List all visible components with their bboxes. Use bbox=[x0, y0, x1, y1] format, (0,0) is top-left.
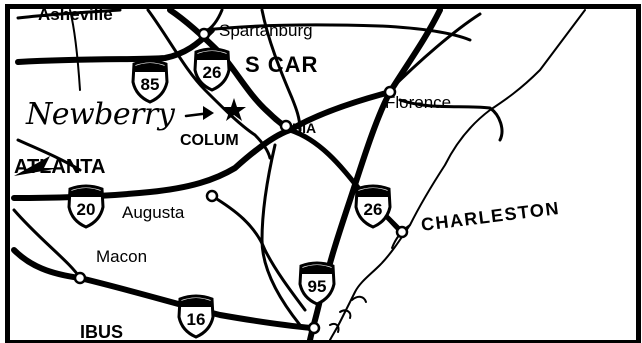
road-spart-east bbox=[203, 23, 472, 42]
road-i95 bbox=[307, 7, 443, 343]
dot-augusta bbox=[205, 189, 219, 203]
interstate-shield-i26-north: 26 bbox=[193, 47, 231, 92]
label-columbia-right: BIA bbox=[292, 120, 317, 136]
dot-columbia bbox=[279, 119, 293, 133]
label-asheville: Asheville bbox=[38, 5, 113, 24]
dot-macon bbox=[73, 271, 87, 285]
label-macon: Macon bbox=[96, 247, 148, 266]
newberry-arrow-head bbox=[203, 106, 214, 120]
interstate-shield-i26-south: 26 bbox=[354, 184, 392, 229]
road-left-river bbox=[69, 9, 81, 91]
label-bottom-fragment: IBUS bbox=[80, 322, 124, 342]
coastline bbox=[329, 9, 586, 341]
road-i16 bbox=[77, 275, 315, 331]
label-newberry: Newberry bbox=[26, 97, 175, 132]
dot-spartanburg bbox=[197, 27, 211, 41]
road-i26-north bbox=[167, 7, 293, 133]
road-columbia-sw bbox=[260, 143, 302, 327]
road-i85 bbox=[15, 27, 215, 65]
interstate-shield-i20: 20 bbox=[67, 184, 105, 229]
label-atlanta: ATLANTA bbox=[14, 156, 106, 178]
road-augusta-south bbox=[210, 194, 307, 312]
road-florence-sc bbox=[398, 98, 504, 142]
road-florence-east bbox=[386, 12, 482, 94]
road-i77 bbox=[260, 8, 302, 132]
dot-savannah bbox=[307, 321, 321, 335]
interstate-shield-i16: 16 bbox=[177, 294, 215, 339]
interstate-number-i16: 16 bbox=[187, 310, 206, 329]
road-asheville bbox=[16, 8, 122, 20]
interstate-number-i85: 85 bbox=[141, 75, 160, 94]
interstate-shield-i95: 95 bbox=[298, 261, 336, 306]
label-columbia-left: COLUM bbox=[180, 132, 239, 149]
label-florence: Florence bbox=[385, 93, 452, 112]
newberry-star-marker bbox=[222, 98, 246, 121]
coast-islands bbox=[329, 295, 367, 333]
label-spartanburg: Spartanburg bbox=[219, 21, 313, 40]
atlanta-arrow-icon bbox=[14, 156, 60, 176]
interstate-number-i26-north: 26 bbox=[203, 63, 222, 82]
road-i85-sw bbox=[11, 247, 83, 281]
road-ga-west bbox=[16, 138, 82, 172]
interstate-number-i26-south: 26 bbox=[364, 200, 383, 219]
interstate-number-i95: 95 bbox=[308, 277, 327, 296]
dot-florence bbox=[383, 85, 397, 99]
dot-charleston bbox=[395, 225, 409, 239]
road-us1 bbox=[146, 8, 272, 160]
label-south-carolina: S CAR bbox=[245, 52, 319, 77]
interstate-number-i20: 20 bbox=[77, 200, 96, 219]
interstate-shield-i85: 85 bbox=[131, 59, 169, 104]
label-augusta: Augusta bbox=[122, 203, 185, 222]
